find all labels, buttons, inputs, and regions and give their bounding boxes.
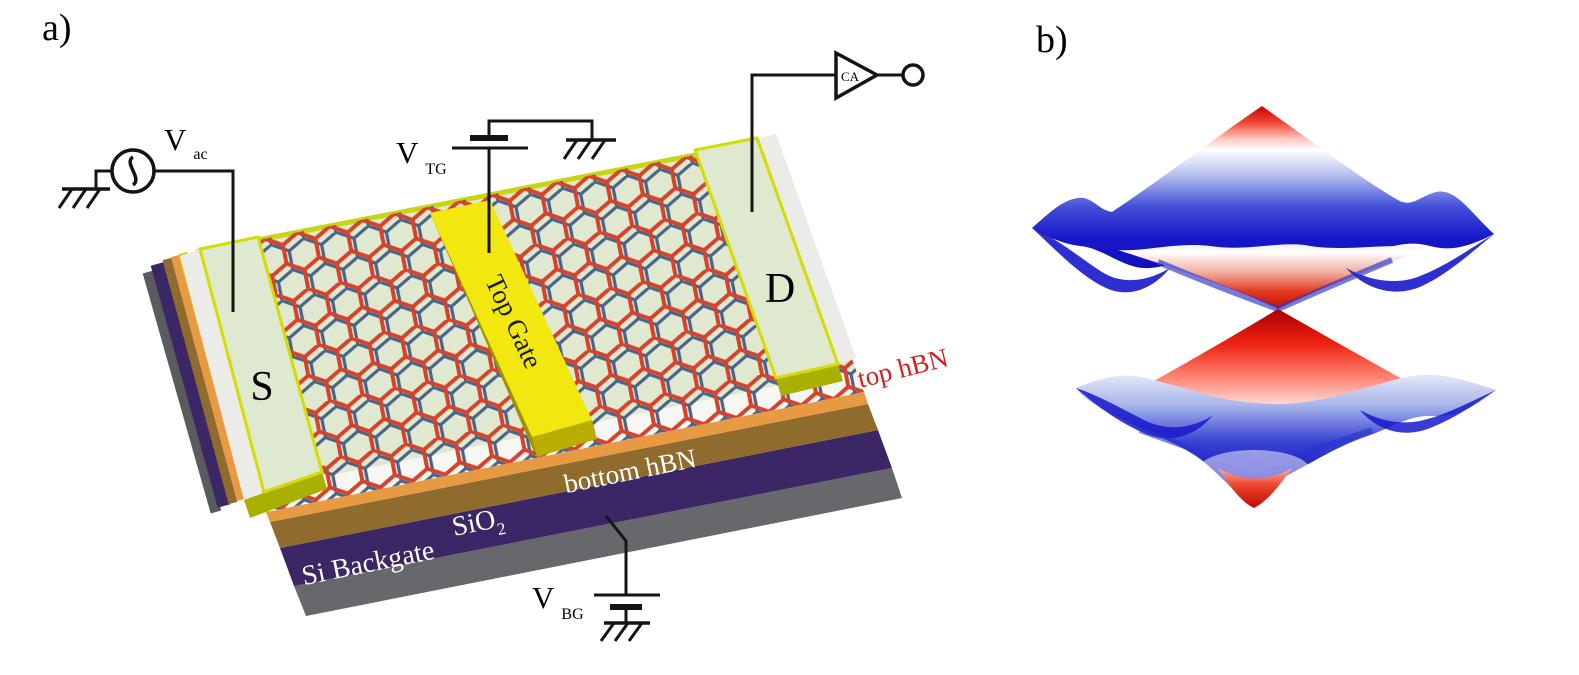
current-amplifier-icon — [834, 50, 881, 101]
upper-band-surface — [1032, 106, 1494, 269]
vtg-wire-up — [487, 119, 594, 139]
drain-top-face — [693, 136, 840, 380]
source-electrode — [180, 235, 327, 518]
top-gate-front — [532, 420, 597, 457]
top-hbn-label: top hBN — [854, 342, 951, 393]
sio2-layer — [280, 430, 892, 586]
vbg-ground-icon — [599, 621, 650, 642]
drain-label: D — [765, 266, 795, 312]
upper-band-funnel — [1118, 244, 1428, 309]
panel-b-label: b) — [1036, 19, 1068, 61]
drain-wire — [750, 73, 836, 212]
hbn-orange-edge — [266, 392, 868, 522]
source-front-olive — [244, 472, 327, 518]
ac-sine-glyph — [128, 155, 138, 187]
lower-band-dip — [1218, 468, 1292, 508]
si-backgate-layer — [294, 468, 902, 616]
vbg-wire — [604, 515, 628, 595]
ac-ground-wire — [94, 169, 112, 189]
panel-b-band-structure: b) — [1032, 19, 1496, 508]
source-wire — [154, 169, 235, 312]
lower-band-sheet — [1076, 374, 1496, 505]
ac-ground-icon — [57, 187, 110, 209]
drain-front-olive — [776, 364, 843, 396]
source-side-white — [180, 249, 264, 500]
top-gate — [430, 200, 597, 457]
drain-side-white — [757, 134, 856, 364]
amplifier-label: CA — [841, 69, 860, 84]
source-label: S — [250, 364, 273, 410]
bottom-hbn-layer — [270, 404, 878, 548]
source-top-face — [198, 235, 324, 494]
circuit — [57, 50, 925, 642]
panel-a-label: a) — [42, 7, 72, 49]
vtg-ground-icon — [562, 138, 616, 160]
top-gate-top-face — [430, 200, 592, 437]
panel-a-device-schematic: a) Vac VTG VBG CA S D Top Gate top hBN b… — [42, 7, 951, 642]
drain-electrode — [693, 134, 856, 396]
output-terminal-icon — [901, 63, 925, 87]
